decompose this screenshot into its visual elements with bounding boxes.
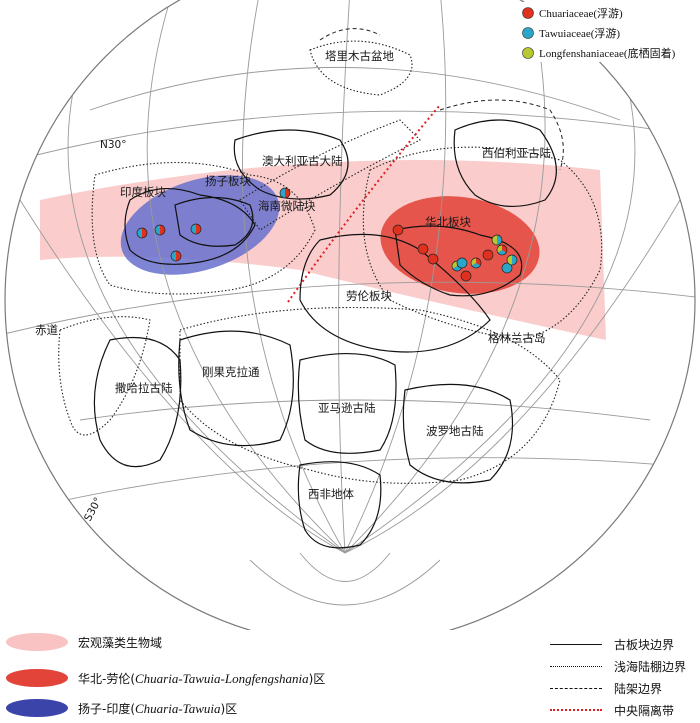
congo-outline	[178, 330, 294, 447]
west-africa-outline	[297, 461, 382, 549]
legend-biome: 宏观藻类生物域	[6, 632, 162, 652]
fossil-site-marker	[417, 243, 429, 255]
fossil-site-marker	[190, 223, 202, 235]
zone-legend: 宏观藻类生物域 华北-劳伦(Chuaria-Tawuia-Longfengsha…	[0, 628, 700, 723]
plate-boundaries	[93, 119, 557, 549]
label-s30: S30°	[82, 495, 104, 523]
taxa-legend: Chuariaceae(浮游) Tawuiaceae(浮游) Longfensh…	[514, 2, 698, 62]
label-baltica: 波罗地古陆	[426, 424, 484, 438]
label-amazonia: 亚马逊古陆	[318, 401, 376, 415]
legend-central-rift: 中央隔离带	[550, 700, 674, 720]
chuariaceae-marker	[522, 7, 534, 19]
svg-text:Longfenshaniaceae(底栖固着): Longfenshaniaceae(底栖固着)	[539, 46, 676, 60]
legend-shelf-boundary: 浅海陆棚边界	[550, 656, 686, 676]
legend-yangtze-zone: 扬子-印度(Chuaria-Tawuia)区	[6, 698, 237, 718]
fossil-site-marker	[482, 249, 494, 261]
label-siberia: 西伯利亚古陆	[482, 146, 551, 160]
paleogeographic-map: 塔里木古盆地 澳大利亚古大陆 西伯利亚古陆 印度板块 扬子板块 海南微陆块 华北…	[4, 0, 698, 630]
label-greenland: 格林兰古岛	[488, 331, 546, 345]
fossil-site-marker	[506, 254, 518, 266]
label-yangtze: 扬子板块	[205, 174, 251, 188]
shelf-boundaries	[58, 40, 603, 484]
laurentia-outline	[299, 233, 491, 353]
label-india: 印度板块	[120, 185, 166, 199]
tawuiaceae-marker	[522, 27, 534, 39]
fossil-site-marker	[170, 250, 182, 262]
globe-outline	[4, 0, 696, 630]
north-china-zone-swatch	[6, 669, 68, 687]
label-west-africa: 西非地体	[308, 487, 354, 501]
legend-plate-boundary: 古板块边界	[550, 634, 674, 654]
siberia-outline	[453, 119, 557, 208]
label-sahara: 撒哈拉古陆	[115, 381, 173, 395]
label-n30: N30°	[100, 139, 126, 151]
fossil-site-marker	[136, 227, 148, 239]
fossil-site-marker	[456, 257, 468, 269]
legend-north-china-zone: 华北-劳伦(Chuaria-Tawuia-Longfengshania)区	[6, 668, 325, 688]
yangtze-plate-outline	[174, 196, 254, 247]
legend-item-tawuiaceae: Tawuiaceae(浮游)	[522, 27, 620, 40]
north-china-outline	[394, 225, 523, 297]
central-rift	[287, 104, 441, 303]
fossil-site-marker	[491, 234, 503, 246]
legend-item-longfenshaniaceae: Longfenshaniaceae(底栖固着)	[522, 46, 676, 60]
continental-shelf-lines	[319, 28, 564, 171]
india-plate-outline	[124, 187, 256, 265]
amazonia-outline	[297, 353, 397, 454]
label-north-china: 华北板块	[425, 215, 471, 229]
label-laurentia: 劳伦板块	[346, 289, 392, 303]
yangtze-zone-swatch	[6, 699, 68, 717]
label-hainan: 海南微陆块	[258, 199, 316, 213]
label-australia: 澳大利亚古大陆	[262, 154, 343, 168]
fossil-site-marker	[470, 257, 482, 269]
biome-swatch	[6, 633, 68, 651]
fossil-sites	[136, 187, 518, 282]
fossil-site-marker	[460, 270, 472, 282]
fossil-site-marker	[496, 244, 508, 256]
label-equator: 赤道	[35, 323, 58, 337]
svg-text:Chuariaceae(浮游): Chuariaceae(浮游)	[539, 7, 623, 20]
label-tarim: 塔里木古盆地	[325, 49, 394, 63]
fossil-site-marker	[154, 224, 166, 236]
legend-item-chuariaceae: Chuariaceae(浮游)	[522, 7, 623, 20]
fossil-site-marker	[501, 262, 513, 274]
baltica-outline	[402, 383, 514, 484]
label-congo: 刚果克拉通	[202, 365, 260, 379]
north-china-laurentia-zone	[380, 196, 540, 294]
australia-outline	[233, 129, 349, 200]
longfenshaniaceae-marker	[522, 47, 534, 59]
svg-text:Tawuiaceae(浮游): Tawuiaceae(浮游)	[539, 27, 620, 40]
fossil-site-marker	[279, 187, 291, 199]
legend-continental-shelf: 陆架边界	[550, 678, 662, 698]
fossil-site-marker	[427, 253, 439, 265]
fossil-site-marker	[392, 224, 404, 236]
sahara-outline	[93, 336, 182, 468]
